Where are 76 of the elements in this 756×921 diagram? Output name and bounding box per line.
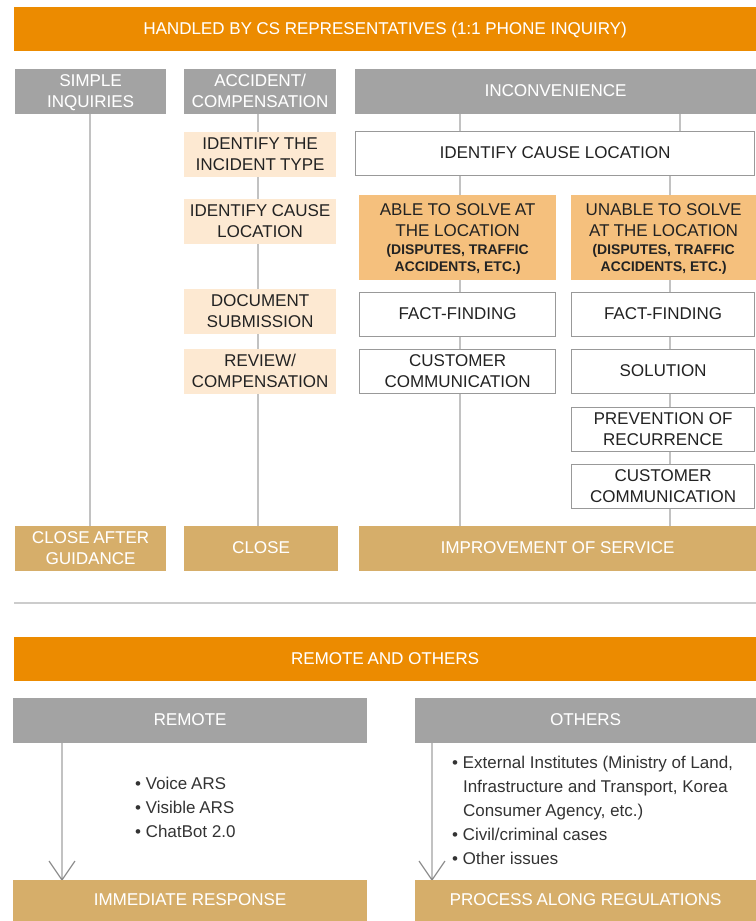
step-box [359,349,556,394]
connector-line [257,177,259,199]
bullet-item: • Civil/criminal cases [452,824,608,846]
outcome-box [415,880,756,921]
connector-line [459,394,461,526]
box-label: CUSTOMER COMMUNICATION [383,351,532,392]
box-label: CUSTOMER COMMUNICATION [588,466,738,507]
connector-line [669,509,671,526]
bullet-item: • ChatBot 2.0 [135,821,236,843]
box-label: IDENTIFY CAUSE LOCATION [440,143,670,164]
connector-line [669,394,671,407]
step-box [571,407,755,452]
box-label: IMMEDIATE RESPONSE [94,890,286,911]
box-label: IDENTIFY CAUSE LOCATION [188,201,332,242]
section-banner [14,637,756,681]
box-label: IMPROVEMENT OF SERVICE [440,538,674,559]
connector-line [257,334,259,349]
box-label: SOLUTION [620,361,706,382]
bullet-item: • Visible ARS [135,797,236,819]
box-label: ABLE TO SOLVE AT THE LOCATION [378,200,536,242]
connector-line [257,244,259,289]
connector-line [669,176,671,195]
section-banner [14,7,756,51]
outcome-box [184,526,338,571]
box-label: DOCUMENT SUBMISSION [206,291,314,332]
box-label: HANDLED BY CS REPRESENTATIVES (1:1 PHONE INQUIRY) [143,18,627,40]
box-label: FACT-FINDING [398,304,517,325]
bullet-item: • External Institutes (Ministry of Land, Infrastructure and Transport, Korea Consumer Agency, etc.) [452,752,734,822]
box-label: IDENTIFY THE INCIDENT TYPE [194,134,326,175]
box-label: INCONVENIENCE [484,81,626,102]
step-box [184,289,336,334]
arrow [418,743,446,881]
box-label: FACT-FINDING [604,304,722,325]
category-header [15,69,166,114]
connector-line [257,394,259,526]
box-note: (DISPUTES, TRAFFIC ACCIDENTS, ETC.) [385,241,530,275]
connector-line [669,280,671,292]
step-box [184,349,336,394]
condition-box [359,195,556,280]
outcome-box [15,526,166,571]
box-note: (DISPUTES, TRAFFIC ACCIDENTS, ETC.) [591,241,736,275]
box-label: UNABLE TO SOLVE AT THE LOCATION [584,200,742,242]
step-box [571,464,755,509]
box-label: REMOTE AND OTHERS [291,648,479,670]
category-header [13,698,367,743]
category-header [184,69,336,114]
bullet-item: • Other issues [452,848,560,870]
box-label: PROCESS ALONG REGULATIONS [450,890,722,911]
category-header [415,698,756,743]
box-label: SIMPLE INQUIRIES [46,71,135,112]
connector-line [257,114,259,132]
connector-line [89,114,91,526]
step-box [359,292,556,337]
step-box [571,292,755,337]
box-label: ACCIDENT/ COMPENSATION [190,71,330,112]
box-label: CLOSE AFTER GUIDANCE [30,528,150,569]
box-label: OTHERS [550,710,621,731]
connector-line [459,280,461,292]
box-label: REVIEW/ COMPENSATION [190,351,330,392]
category-header [355,69,756,114]
box-label: REMOTE [154,710,226,731]
condition-box [571,195,756,280]
bullet-item: • Voice ARS [135,773,228,795]
outcome-box [359,526,756,571]
connector-line [459,113,681,132]
step-box [184,132,336,177]
outcome-box [13,880,367,921]
box-label: PREVENTION OF RECURRENCE [592,409,734,450]
connector-line [669,337,671,349]
connector-line [459,337,461,349]
step-box [571,349,755,394]
box-label: CLOSE [232,538,290,559]
arrow [48,743,76,881]
connector-line [459,176,461,195]
connector-line [669,452,671,464]
step-box [355,131,755,176]
